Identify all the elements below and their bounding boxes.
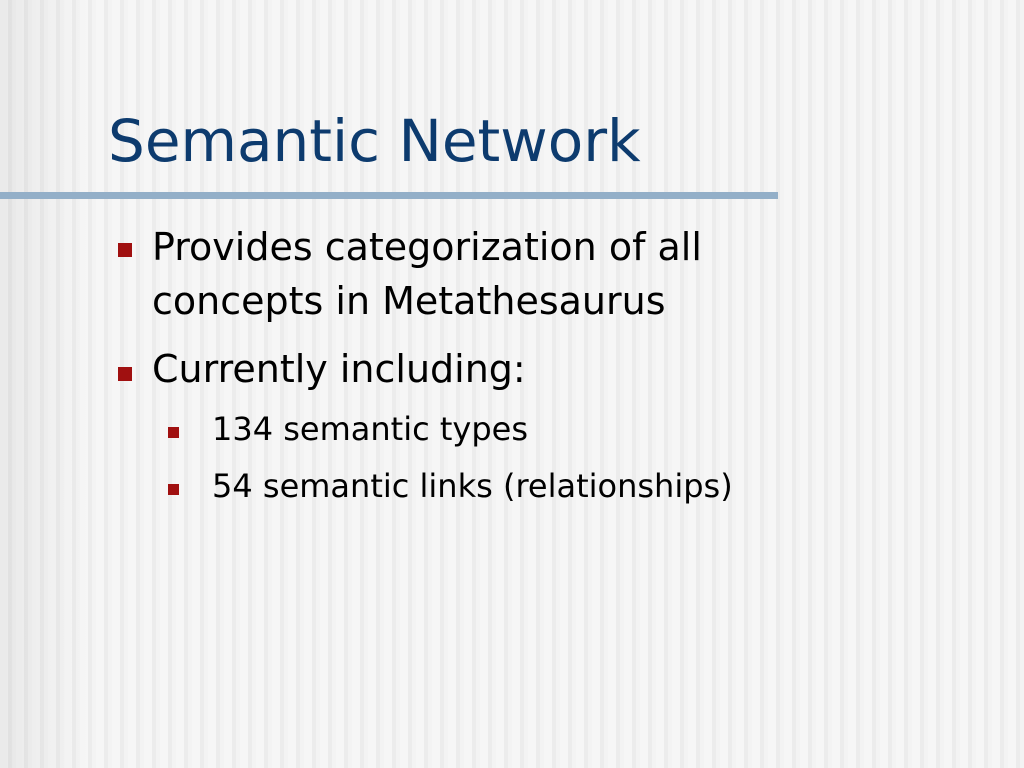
bullet-text-line: Currently including: [152,347,526,391]
sub-bullet-item: 54 semantic links (relationships) [212,463,733,509]
sub-bullet-square-icon [168,427,179,438]
bullet-text-line: Provides categorization of all [152,225,702,269]
bullet-square-icon [118,243,132,257]
bullet-item: Provides categorization of all concepts … [152,220,702,328]
sub-bullet-text: 54 semantic links (relationships) [212,467,733,505]
background-shade [0,0,90,768]
sub-bullet-item: 134 semantic types [212,406,528,452]
bullet-text-line: concepts in Metathesaurus [152,279,666,323]
sub-bullet-square-icon [168,484,179,495]
title-divider [0,192,778,199]
bullet-item: Currently including: [152,342,526,396]
slide-title: Semantic Network [108,107,641,175]
bullet-square-icon [118,367,132,381]
sub-bullet-text: 134 semantic types [212,410,529,448]
